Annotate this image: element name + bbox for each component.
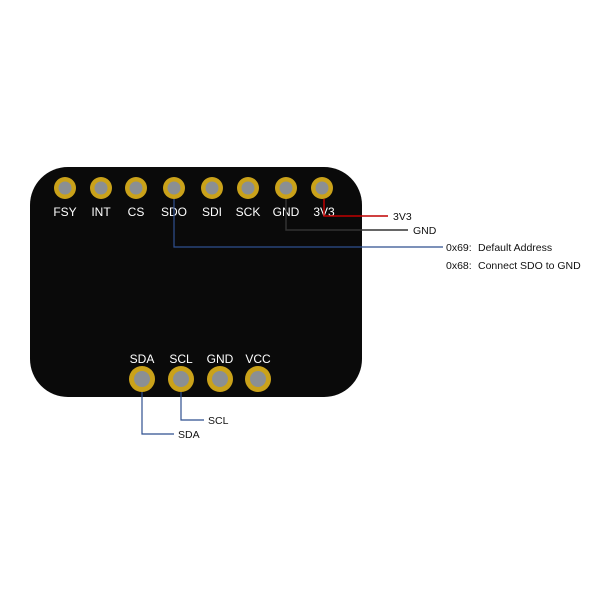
sdo-wire bbox=[173, 199, 443, 248]
pad-hole bbox=[129, 181, 143, 195]
pin-label: INT bbox=[91, 205, 111, 219]
pin-cs: CS bbox=[125, 177, 147, 219]
callout-labels: 3V3 GND 0x69: Default Address 0x68: Conn… bbox=[178, 211, 581, 441]
pad-hole bbox=[167, 181, 181, 195]
pin-sda: SDA bbox=[129, 352, 155, 392]
board-body bbox=[30, 167, 362, 397]
pin-label: SCK bbox=[236, 205, 261, 219]
pin-int: INT bbox=[90, 177, 112, 219]
pin-label: CS bbox=[128, 205, 145, 219]
pad-hole bbox=[94, 181, 108, 195]
pin-label: SDA bbox=[130, 352, 155, 366]
pad-hole bbox=[241, 181, 255, 195]
pin-scl: SCL bbox=[168, 352, 194, 392]
pad-hole bbox=[173, 371, 189, 387]
pin-label: SCL bbox=[169, 352, 193, 366]
pad-hole bbox=[134, 371, 150, 387]
power-wire bbox=[323, 199, 388, 217]
sda-wire bbox=[141, 392, 174, 435]
pin-label: FSY bbox=[53, 205, 76, 219]
address-alt-desc: Connect SDO to GND bbox=[478, 260, 581, 272]
bottom-pin-row: SDA SCL GND VCC bbox=[129, 352, 271, 392]
sda-callout-label: SDA bbox=[178, 429, 200, 441]
address-default-desc: Default Address bbox=[478, 242, 552, 254]
pin-sdo: SDO bbox=[161, 177, 187, 219]
pin-fsy: FSY bbox=[53, 177, 77, 219]
scl-callout-label: SCL bbox=[208, 415, 229, 427]
power-callout-label: 3V3 bbox=[393, 211, 412, 223]
scl-wire bbox=[180, 392, 204, 421]
ground-callout-label: GND bbox=[413, 225, 437, 237]
address-default-code: 0x69: bbox=[446, 242, 472, 254]
pin-sck: SCK bbox=[236, 177, 261, 219]
pad-hole bbox=[279, 181, 293, 195]
pad-hole bbox=[205, 181, 219, 195]
pad-hole bbox=[212, 371, 228, 387]
ground-wire bbox=[285, 199, 408, 231]
pin-sdi: SDI bbox=[201, 177, 223, 219]
callout-wires bbox=[141, 199, 443, 435]
pad-hole bbox=[315, 181, 329, 195]
top-pin-row: FSY INT CS SDO SDI bbox=[53, 177, 335, 219]
pad-hole bbox=[58, 181, 72, 195]
pin-label: VCC bbox=[245, 352, 271, 366]
pin-vcc: VCC bbox=[245, 352, 271, 392]
pin-gnd-bottom: GND bbox=[207, 352, 234, 392]
pin-label: SDI bbox=[202, 205, 222, 219]
pin-label: GND bbox=[207, 352, 234, 366]
pad-hole bbox=[250, 371, 266, 387]
address-alt-code: 0x68: bbox=[446, 260, 472, 272]
